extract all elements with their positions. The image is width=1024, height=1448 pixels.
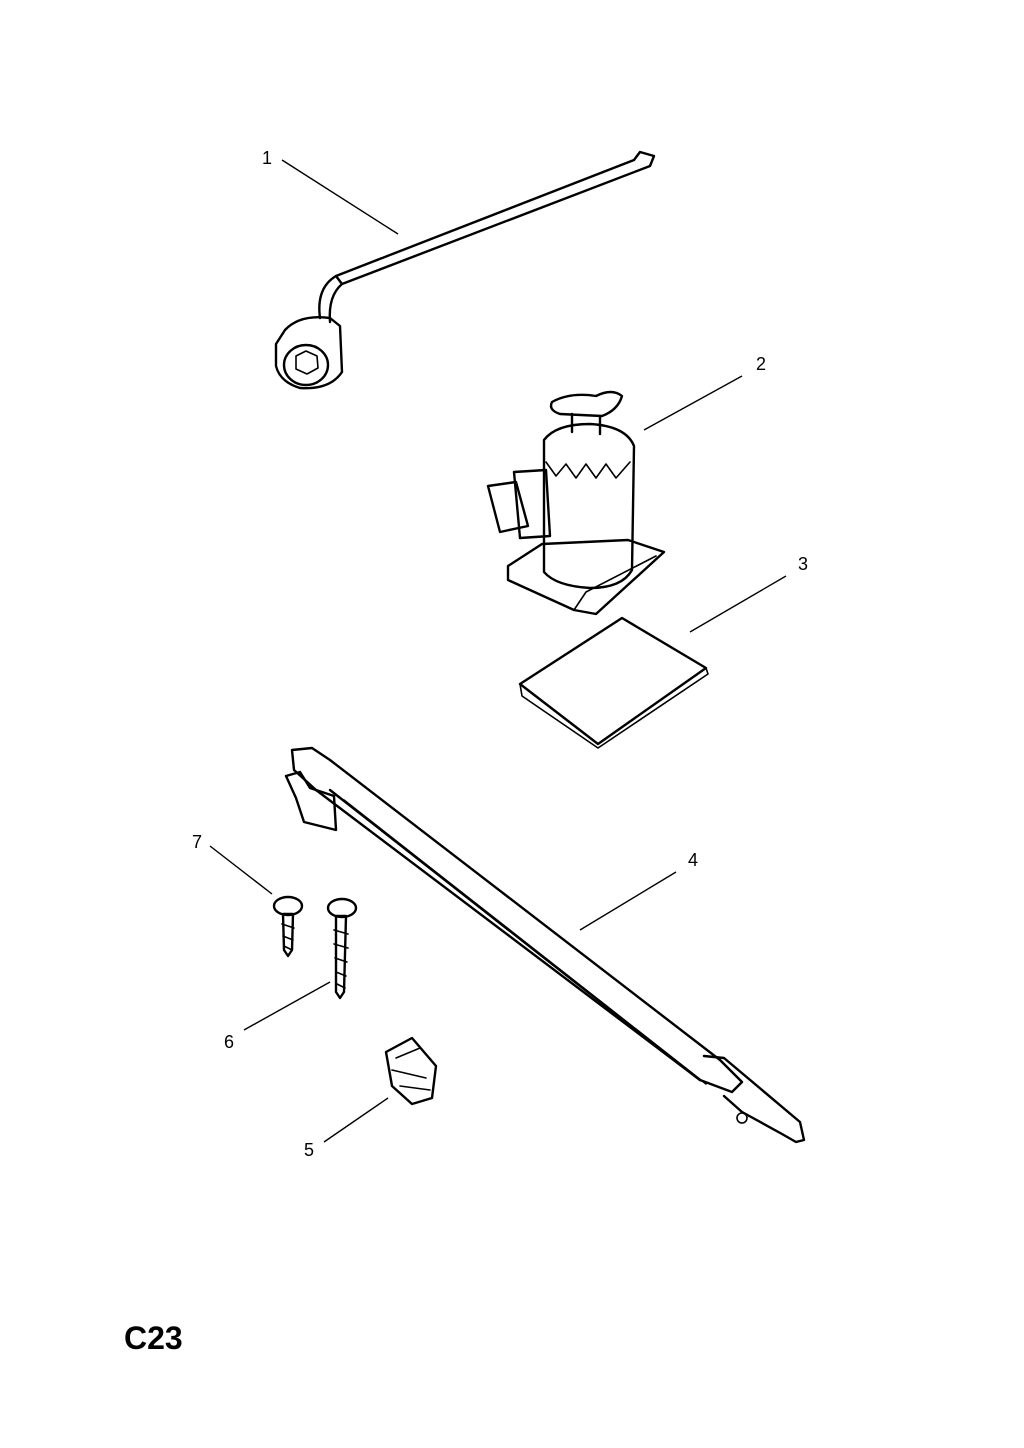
short-screw-icon	[209, 845, 304, 958]
sheet-code: C23	[124, 1320, 183, 1356]
clip-icon	[323, 1036, 438, 1143]
wheel-brace-icon	[274, 150, 656, 390]
long-screw-icon	[243, 897, 358, 1031]
callout-number-2: 2	[756, 354, 766, 374]
callout-number-3: 3	[798, 554, 808, 574]
jack-base-plate-icon	[518, 575, 787, 749]
callout-number-1: 1	[262, 148, 272, 168]
callout-number-6: 6	[224, 1032, 234, 1052]
jack-icon	[486, 375, 743, 616]
towing-bar-icon	[284, 746, 806, 1144]
leader-line-1	[281, 159, 399, 235]
callout-number-4: 4	[688, 850, 698, 870]
callout-number-7: 7	[192, 832, 202, 852]
callout-number-5: 5	[304, 1140, 314, 1160]
